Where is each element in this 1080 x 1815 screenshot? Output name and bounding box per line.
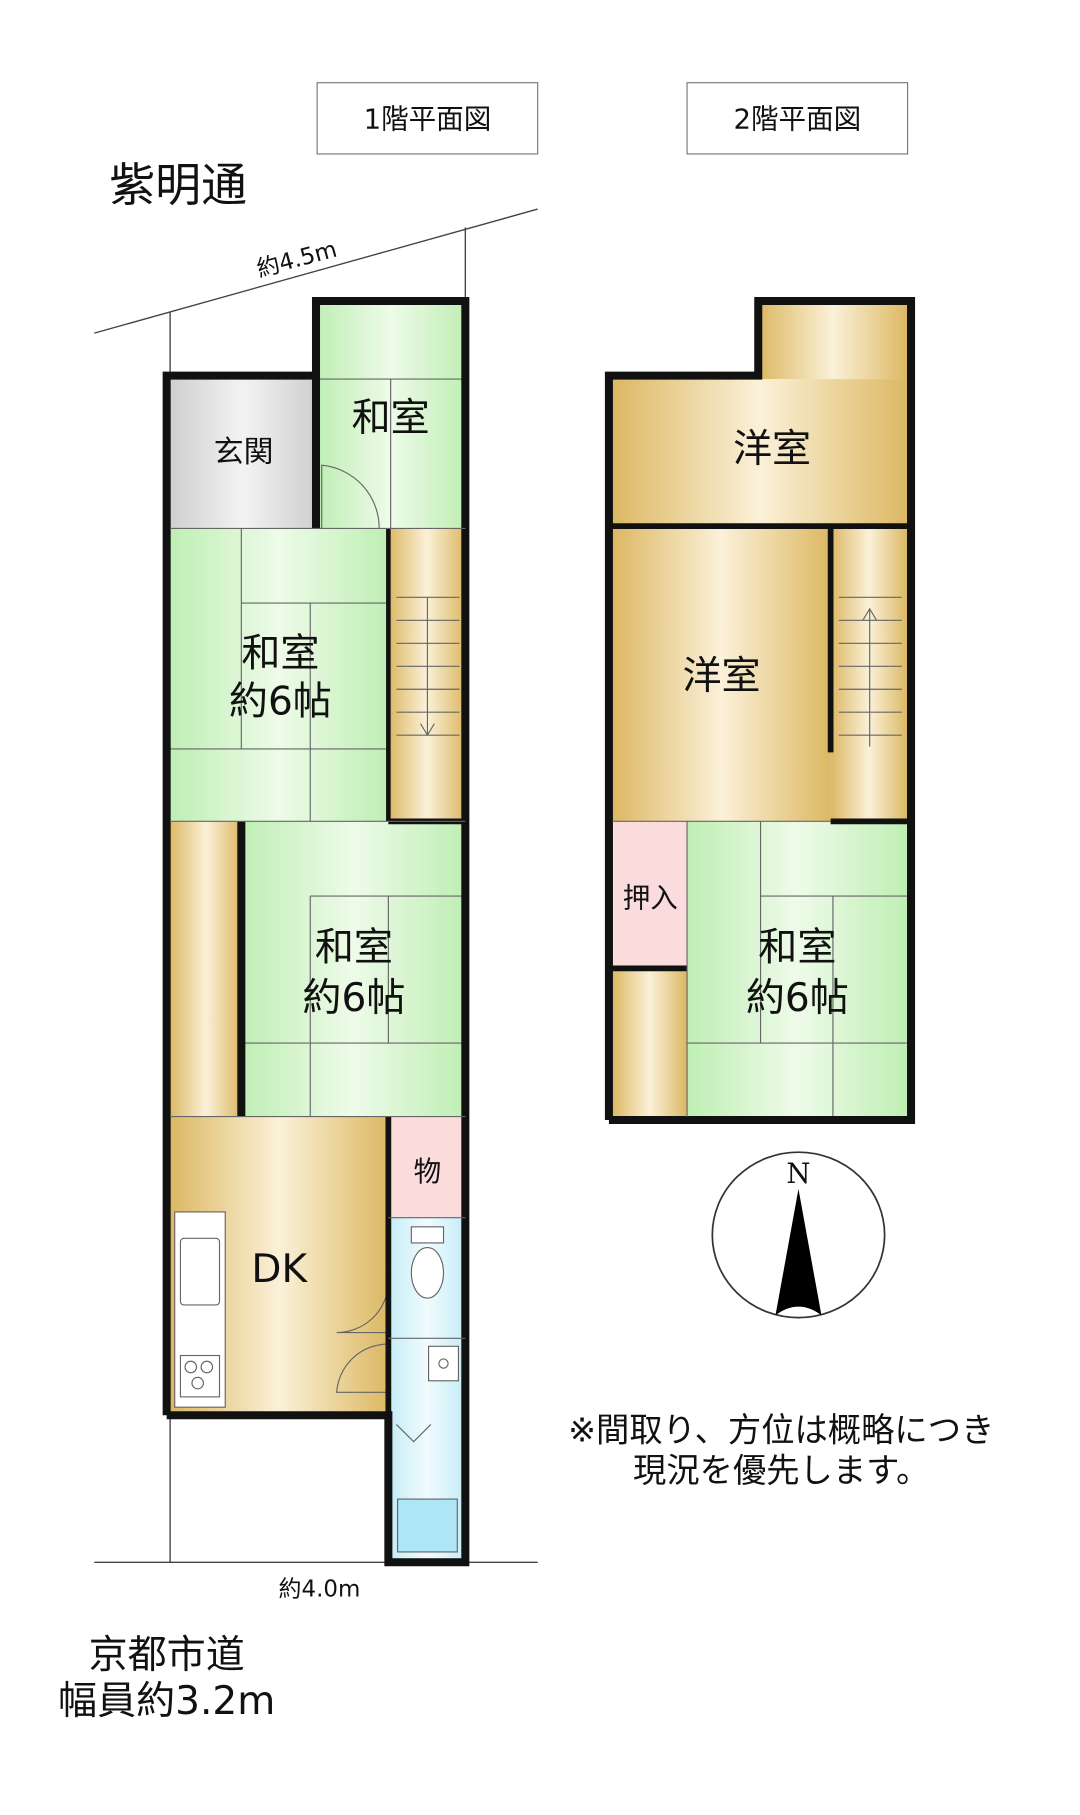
room-dividers-floor1 [170,527,466,1339]
corridor-floor1 [170,821,242,1117]
street-bottom-width: 幅員約3.2m [58,1679,275,1724]
floor1-title: 1階平面図 [316,82,539,155]
svg-text:1階平面図: 1階平面図 [364,104,492,136]
label-dk: DK [251,1247,308,1292]
room-youshitsu-top [612,379,908,527]
bath-icon [396,1424,458,1553]
room-washitsu-floor2 [687,821,908,1117]
walls-floor2 [604,296,916,1125]
label-youshitsu-top: 洋室 [733,427,811,472]
room-youshitsu-top-extension [758,304,908,380]
walls-floor1 [162,296,470,1567]
stairs-treads-floor2 [838,596,902,747]
street-top-label: 紫明通 [109,158,247,212]
sink-icon [427,1345,460,1382]
room-storage [388,1116,466,1218]
note-line1: ※間取り、方位は概略につき [568,1411,994,1450]
toilet-icon [410,1226,445,1299]
room-dividers-floor2 [612,820,831,1117]
label-washitsu-floor2-size: 約6帖 [746,976,849,1021]
road-line-top [94,208,538,334]
label-washitsu-b-size: 約6帖 [302,976,405,1021]
tatami-lines-floor2 [687,821,908,1117]
label-genkan: 玄関 [214,435,274,470]
room-youshitsu-mid [612,526,831,822]
svg-text:2階平面図: 2階平面図 [733,104,861,136]
label-storage: 物 [414,1156,442,1188]
closet-floor2 [612,968,688,1117]
room-oshiire [612,821,688,969]
label-washitsu-b: 和室 [315,925,393,970]
label-oshiire: 押入 [623,882,678,914]
stairs-floor2 [830,526,908,822]
room-washitsu-b [241,821,466,1117]
street-bottom-name: 京都市道 [89,1633,245,1678]
tatami-lines [170,378,466,1117]
stairs-treads-floor1 [396,596,460,737]
label-washitsu-small: 和室 [352,396,430,441]
label-washitsu-floor2: 和室 [758,925,836,970]
compass-north-label: N [786,1158,810,1190]
kitchen-counter [174,1211,226,1408]
room-genkan [170,379,316,529]
dim-bottom-label: 約4.0m [279,1577,361,1603]
note-line2: 現況を優先します。 [633,1451,929,1490]
label-washitsu-a-size: 約6帖 [229,680,332,725]
room-washitsu-a [170,528,389,822]
compass-icon: N [711,1151,886,1319]
label-washitsu-a: 和室 [241,631,319,676]
label-youshitsu-mid: 洋室 [682,654,760,699]
floor2-title: 2階平面図 [686,82,909,155]
